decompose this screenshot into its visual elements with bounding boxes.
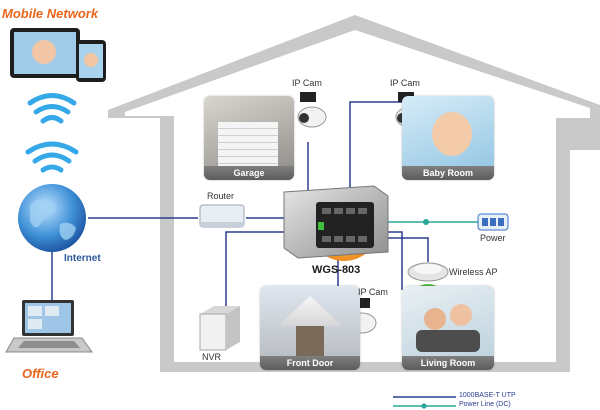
power-outlet-icon xyxy=(477,213,509,231)
router-icon xyxy=(199,204,245,228)
garage-room-label: Garage xyxy=(204,166,294,180)
mobile-wireless-waves xyxy=(25,93,79,173)
front-door-photo-card: Front Door xyxy=(260,286,360,370)
office-label: Office xyxy=(22,366,59,381)
router-label: Router xyxy=(207,191,235,201)
sofa-shape xyxy=(416,330,480,352)
ip-cam-baby-room-label: IP Cam xyxy=(390,78,420,88)
front-door-shape xyxy=(296,326,324,356)
garage-door-shape xyxy=(218,122,278,166)
person-one-shape xyxy=(424,308,446,330)
internet-label: Internet xyxy=(64,253,101,264)
baby-room-label: Baby Room xyxy=(402,166,494,180)
ip-cam-garage-icon xyxy=(297,92,327,128)
person-two-shape xyxy=(450,304,472,326)
ip-cam-front-door-label: IP Cam xyxy=(358,287,388,297)
living-room-photo-card: Living Room xyxy=(402,286,494,370)
switch-model-label: WGS-803 xyxy=(312,264,361,276)
internet-globe-icon xyxy=(18,184,86,252)
power-label: Power xyxy=(480,233,506,243)
front-door-roof-shape xyxy=(278,296,342,326)
legend-utp-label: 1000BASE-T UTP xyxy=(459,392,516,399)
living-room-label: Living Room xyxy=(402,356,494,370)
ip-cam-garage-label: IP Cam xyxy=(292,78,322,88)
nvr-icon xyxy=(199,306,240,351)
wireless-ap-icon xyxy=(407,262,449,282)
baby-face-shape xyxy=(432,112,472,156)
mobile-network-label: Mobile Network xyxy=(2,6,99,21)
power-line-dc xyxy=(372,219,478,225)
front-door-room-label: Front Door xyxy=(260,356,360,370)
legend-power-line-label: Power Line (DC) xyxy=(459,401,511,408)
mobile-devices-icon xyxy=(10,28,106,82)
nvr-label: NVR xyxy=(202,352,222,362)
legend-lines xyxy=(393,396,456,409)
office-laptop-icon xyxy=(5,300,93,353)
baby-room-photo-card: Baby Room xyxy=(402,96,494,180)
wireless-ap-label: Wireless AP xyxy=(449,267,498,277)
wgs-803-switch xyxy=(283,185,389,261)
garage-photo-card: Garage xyxy=(204,96,294,180)
